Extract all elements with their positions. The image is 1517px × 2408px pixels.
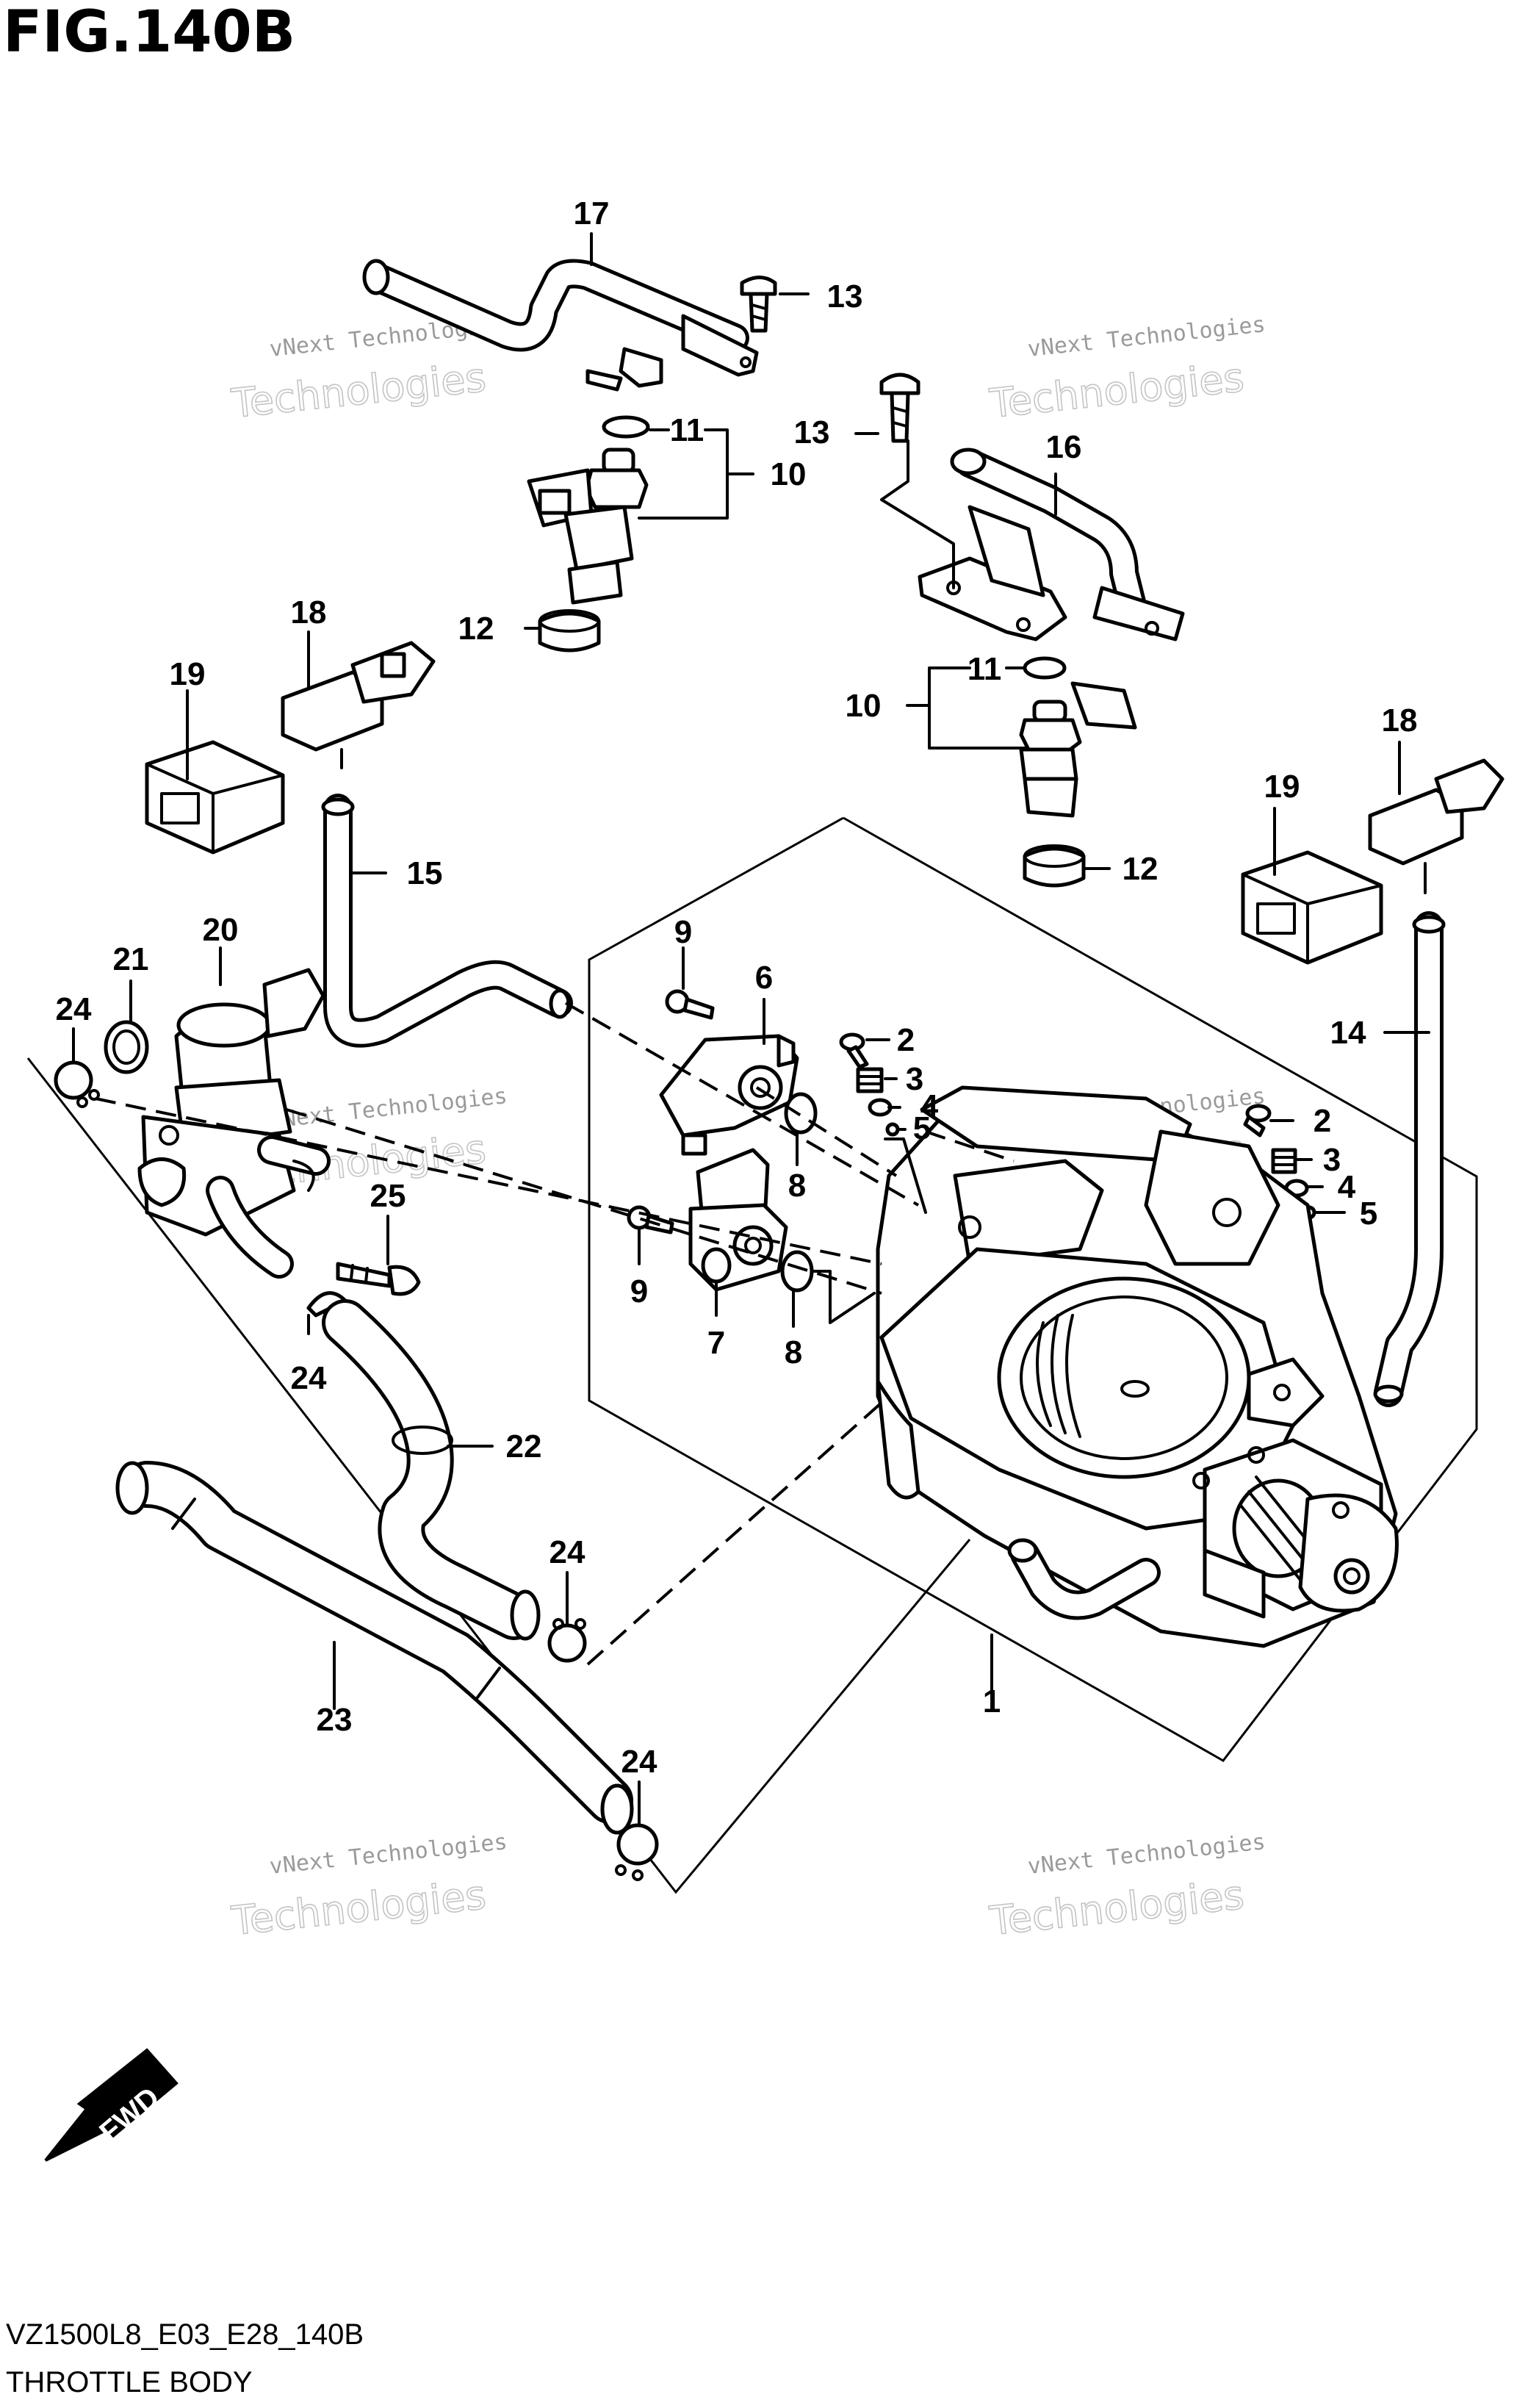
callouts: 17 13 11 10 13 16 12 18 19 11 10 18 12 1…: [56, 195, 1418, 1780]
watermark: vNext Technologies Technologies: [987, 312, 1266, 428]
o-ring-5-upper: [885, 1122, 900, 1137]
callout-13: 13: [827, 278, 863, 315]
callout-21: 21: [113, 941, 149, 977]
callout-25: 25: [370, 1178, 406, 1214]
washer-4-upper: [868, 1098, 893, 1117]
screw-13-right: [879, 373, 920, 443]
clamp-24-middle: [547, 1618, 587, 1663]
callout-5: 5: [1360, 1196, 1377, 1232]
callout-18: 18: [291, 594, 327, 630]
callout-23: 23: [317, 1702, 353, 1738]
callout-13: 13: [794, 414, 830, 450]
throttle-position-sensor-6: [659, 1034, 799, 1156]
callout-1: 1: [983, 1683, 1001, 1719]
callout-18: 18: [1382, 702, 1418, 738]
o-ring-11-left: [602, 415, 650, 439]
callout-5: 5: [913, 1110, 931, 1146]
clamp-24-bottom: [615, 1823, 659, 1881]
figure-title: FIG.140B: [3, 0, 295, 65]
callout-19: 19: [1264, 769, 1300, 805]
callout-17: 17: [574, 195, 610, 231]
watermark-outline: Technologies: [229, 1872, 489, 1944]
watermark-outline: Technologies: [229, 354, 489, 427]
watermark-outline: Technologies: [987, 1872, 1247, 1944]
sensor-7: [688, 1148, 788, 1292]
alignment-lines: [95, 1002, 1015, 1666]
hose-22: [322, 1299, 541, 1641]
fuel-injector-left: [527, 448, 649, 605]
leader-lines: [72, 232, 1430, 1827]
screw-9-lower: [627, 1205, 674, 1234]
watermark: vNext Technologies Technologies: [228, 1829, 508, 1945]
callout-11: 11: [968, 651, 1002, 687]
screw-9-upper: [665, 989, 715, 1020]
o-ring-8-lower: [780, 1250, 814, 1293]
o-ring-8-upper: [784, 1092, 818, 1135]
callout-12: 12: [458, 611, 494, 647]
callout-9: 9: [630, 1273, 648, 1309]
section-name: THROTTLE BODY: [6, 2366, 253, 2398]
cushion-12-right: [1023, 844, 1086, 888]
pressure-sensor-18-right: [1368, 758, 1505, 894]
pipe-23: [115, 1461, 634, 1835]
callout-4: 4: [1338, 1169, 1356, 1205]
callout-6: 6: [755, 960, 773, 996]
idle-speed-control-valve-20: [137, 968, 331, 1279]
screw-2-right: [1243, 1104, 1272, 1137]
fuel-delivery-pipe-right: [918, 448, 1185, 641]
watermark-outline: Technologies: [987, 354, 1247, 427]
callout-11: 11: [670, 412, 705, 448]
screw-13-top: [740, 276, 777, 333]
model-code: VZ1500L8_E03_E28_140B: [6, 2318, 364, 2351]
fwd-arrow-icon: [44, 2048, 179, 2162]
o-ring-21: [104, 1020, 149, 1074]
fuel-delivery-pipe-left: [362, 259, 759, 392]
callout-3: 3: [1323, 1142, 1341, 1178]
vacuum-hose-15: [321, 794, 573, 1048]
callout-24: 24: [621, 1744, 657, 1780]
callout-8: 8: [785, 1334, 802, 1370]
callout-22: 22: [506, 1428, 542, 1464]
callout-14: 14: [1330, 1015, 1366, 1051]
callout-4: 4: [920, 1088, 939, 1124]
callout-15: 15: [407, 855, 443, 891]
bolt-25: [336, 1262, 421, 1296]
callout-12: 12: [1123, 851, 1159, 887]
watermark: vNext Technologies Technologies: [987, 1829, 1266, 1945]
callout-19: 19: [170, 656, 206, 692]
clamp-24-upper-left: [54, 1060, 100, 1108]
assembly-outline-throttle-body: [588, 816, 1478, 1762]
fuel-injector-right: [1019, 681, 1137, 818]
bracket-19-left: [145, 740, 285, 855]
callout-10: 10: [771, 456, 807, 492]
callout-8: 8: [788, 1168, 806, 1204]
callout-24: 24: [291, 1360, 327, 1396]
assembly-outline-pipe: [26, 1057, 971, 1894]
bracket-19-right: [1241, 850, 1383, 965]
cushion-12-left: [538, 609, 601, 653]
callout-10: 10: [846, 688, 882, 724]
vacuum-hose-14: [1373, 911, 1446, 1407]
callout-24: 24: [56, 991, 92, 1027]
spring-3-right: [1271, 1148, 1297, 1174]
throttle-body-1: [876, 1085, 1399, 1648]
o-ring-11-right: [1023, 656, 1067, 680]
fwd-arrow: FWD: [44, 2048, 179, 2162]
callout-24: 24: [549, 1534, 585, 1570]
callout-3: 3: [906, 1061, 923, 1097]
callout-2: 2: [897, 1022, 915, 1058]
callout-2: 2: [1314, 1103, 1331, 1139]
screw-2-upper: [839, 1032, 869, 1069]
spring-3-upper: [856, 1067, 884, 1093]
callout-9: 9: [674, 914, 692, 950]
callout-16: 16: [1046, 429, 1082, 465]
callout-20: 20: [203, 912, 239, 948]
pressure-sensor-18-left: [281, 641, 436, 769]
callout-7: 7: [707, 1325, 725, 1361]
